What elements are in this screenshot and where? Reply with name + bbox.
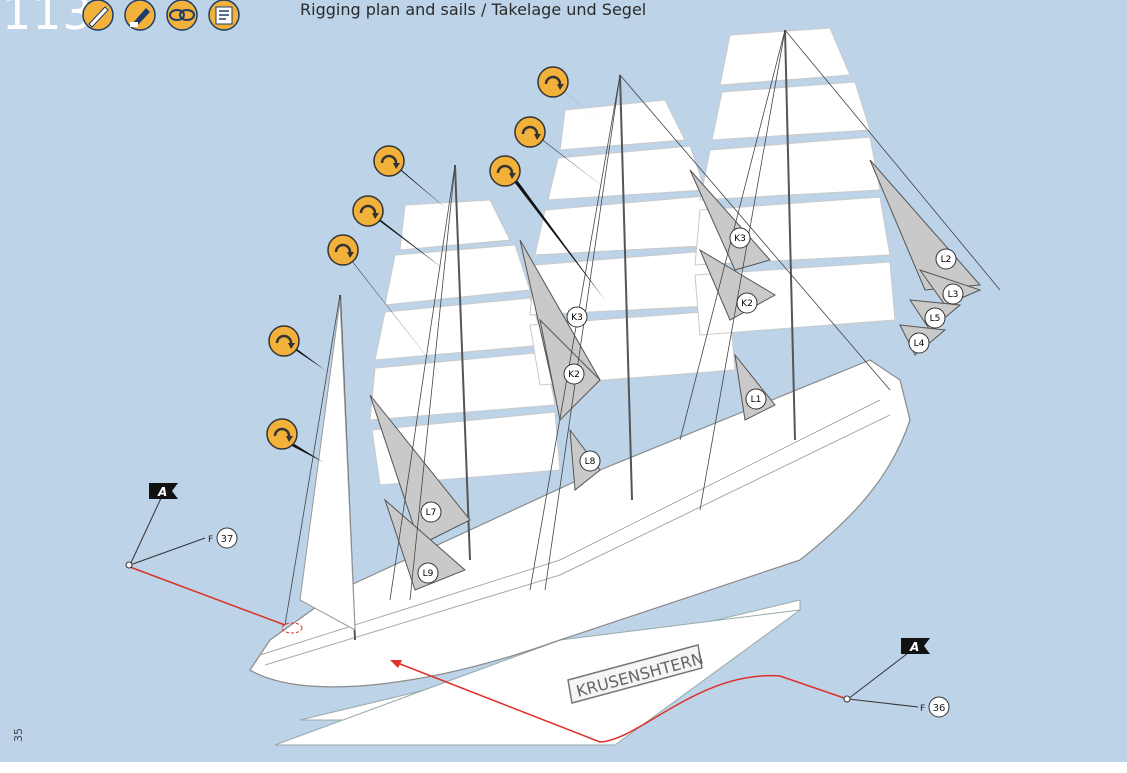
rotate-icon <box>266 418 298 450</box>
rotate-icon <box>327 234 359 266</box>
label-l5: L5 <box>924 307 946 329</box>
rope-icon <box>166 0 198 31</box>
svg-text:F: F <box>920 704 925 714</box>
svg-text:L7: L7 <box>426 508 437 518</box>
svg-text:K2: K2 <box>741 299 753 309</box>
svg-text:A: A <box>157 485 167 499</box>
svg-text:L8: L8 <box>585 457 596 467</box>
svg-text:K3: K3 <box>571 313 583 323</box>
label-l9: L9 <box>417 562 439 584</box>
page-number: 35 <box>12 728 25 742</box>
rotate-icon <box>489 155 521 187</box>
tool-icons <box>82 0 240 31</box>
svg-text:36: 36 <box>933 703 946 714</box>
svg-text:L5: L5 <box>930 314 941 324</box>
sail-labels: K3 K2 L8 L7 L9 K3 K2 L1 L2 L3 L5 L4 <box>417 227 964 584</box>
label-l7: L7 <box>420 501 442 523</box>
rotate-icon <box>268 325 300 357</box>
fore-staysail <box>299 299 356 631</box>
svg-text:L3: L3 <box>948 290 959 300</box>
label-l8: L8 <box>579 450 601 472</box>
svg-text:37: 37 <box>221 534 234 545</box>
instruction-icon <box>208 0 240 31</box>
rotate-icon <box>537 66 569 98</box>
right-attachment: A F 36 <box>843 638 950 718</box>
rope-right <box>394 661 848 743</box>
label-l1: L1 <box>745 388 767 410</box>
glue-icon <box>124 0 156 31</box>
rotate-icon <box>373 145 405 177</box>
rigging-lines <box>284 29 1001 626</box>
page-title: Rigging plan and sails / Takelage und Se… <box>300 0 647 19</box>
svg-text:L1: L1 <box>751 395 762 405</box>
brush-icon <box>82 0 114 31</box>
svg-text:K2: K2 <box>568 370 580 380</box>
rotate-icon <box>352 195 384 227</box>
label-l3: L3 <box>942 283 964 305</box>
step-number: 113 <box>2 0 93 40</box>
anchor-flag-left: A <box>149 483 178 499</box>
left-attachment: A F 37 <box>125 483 238 569</box>
label-k2-a: K2 <box>563 363 585 385</box>
rope-left <box>129 566 286 626</box>
label-k3-b: K3 <box>729 227 751 249</box>
svg-text:K3: K3 <box>734 234 746 244</box>
svg-text:L9: L9 <box>423 569 434 579</box>
svg-text:L2: L2 <box>941 255 952 265</box>
svg-text:A: A <box>909 640 919 654</box>
rotate-icon <box>514 116 546 148</box>
anchor-flag-right: A <box>901 638 930 654</box>
svg-text:F: F <box>208 535 213 545</box>
ship-hull <box>249 359 911 688</box>
label-l2: L2 <box>935 248 957 270</box>
rotate-badges <box>266 66 569 450</box>
label-k3-a: K3 <box>566 306 588 328</box>
red-ropes <box>129 566 848 743</box>
svg-text:L4: L4 <box>914 339 925 349</box>
label-l4: L4 <box>908 332 930 354</box>
label-k2-b: K2 <box>736 292 758 314</box>
